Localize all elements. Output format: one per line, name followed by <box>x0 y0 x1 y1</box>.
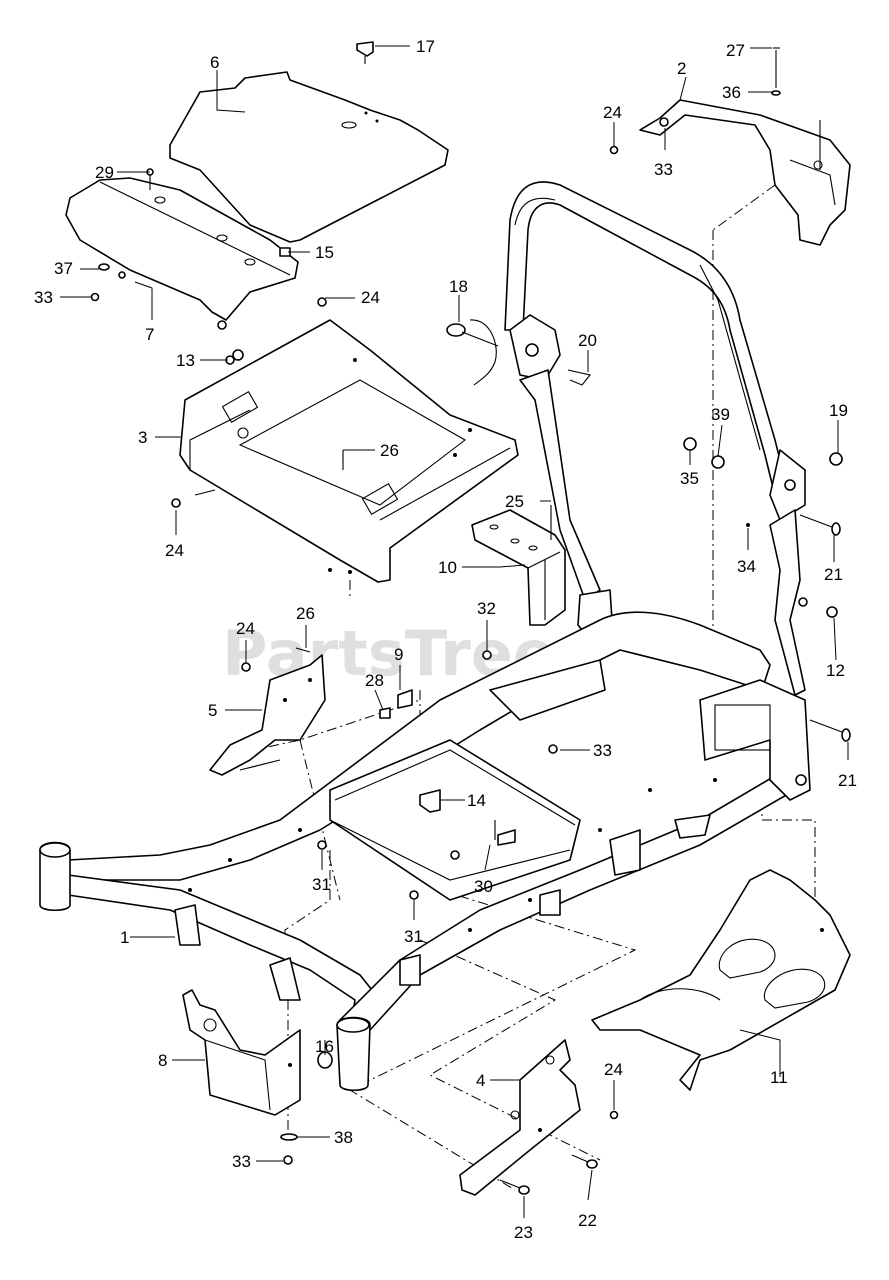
callout-18: 18 <box>449 277 468 296</box>
washer-rops-part <box>798 597 808 607</box>
screw-32-part <box>482 650 492 660</box>
bolt-21-lower-part <box>809 719 851 742</box>
callout-26-console: 26 <box>380 441 399 460</box>
callout-30: 30 <box>474 877 493 896</box>
callout-15: 15 <box>315 243 334 262</box>
nut-33-bottom-part <box>283 1155 293 1165</box>
washer-38-part <box>280 1133 298 1141</box>
nut-12-part <box>826 606 838 618</box>
callout-33-rops: 33 <box>654 160 673 179</box>
bolt-23-part <box>499 1179 530 1195</box>
nut-31-upper-part <box>317 840 327 850</box>
floor-mat-part <box>169 71 449 243</box>
callouts: 17 6 29 15 37 33 7 24 13 3 26 24 27 2 36… <box>34 37 857 1242</box>
callout-11: 11 <box>770 1068 788 1087</box>
callout-36: 36 <box>722 83 741 102</box>
callout-23: 23 <box>514 1223 533 1242</box>
main-frame-part <box>39 611 811 1092</box>
callout-16: 16 <box>315 1037 334 1056</box>
callout-17: 17 <box>416 37 435 56</box>
callout-3: 3 <box>138 428 147 447</box>
bolt-22-part <box>571 1154 598 1169</box>
callout-21-lower: 21 <box>838 771 857 790</box>
callout-9: 9 <box>394 645 403 664</box>
callout-31-upper: 31 <box>312 875 331 894</box>
nut-33-top-part <box>90 292 100 302</box>
callout-33-frame: 33 <box>593 741 612 760</box>
leader-lines <box>60 45 849 1218</box>
washer-39-part <box>711 455 725 469</box>
nut-33-frame-part <box>548 744 558 754</box>
callout-28: 28 <box>365 671 384 690</box>
callout-33-bottom: 33 <box>232 1152 251 1171</box>
battery-tray-part <box>182 989 301 1116</box>
callout-24-lower: 24 <box>604 1060 623 1079</box>
callout-35: 35 <box>680 469 699 488</box>
screw-34-part <box>746 523 750 527</box>
callout-24-rops: 24 <box>603 103 622 122</box>
callout-25: 25 <box>505 492 524 511</box>
nut-35-part <box>683 437 697 451</box>
callout-33-top: 33 <box>34 288 53 307</box>
callout-39: 39 <box>711 405 730 424</box>
latch-14-part <box>419 789 441 813</box>
foot-plate-part <box>591 869 851 1091</box>
clip-20-part <box>567 369 591 386</box>
callout-6: 6 <box>210 53 219 72</box>
lower-plate-part <box>459 1039 581 1196</box>
seat-bracket-part <box>471 505 566 626</box>
nut-33-rops-part <box>659 117 669 127</box>
callout-31-lower: 31 <box>404 927 423 946</box>
callout-14: 14 <box>467 791 486 810</box>
rops-bracket-part <box>639 99 851 246</box>
bolt-21-upper-part <box>799 514 841 536</box>
side-plate-part <box>209 647 326 776</box>
console-part <box>171 297 519 583</box>
bracket-9-part <box>379 689 413 719</box>
front-cover-part <box>65 177 299 330</box>
rops-bar-part <box>504 181 806 696</box>
callout-8: 8 <box>158 1051 167 1070</box>
rod-30-part <box>450 820 516 860</box>
bolt-24-rops-part <box>609 145 619 155</box>
callout-34: 34 <box>737 557 756 576</box>
callout-12: 12 <box>826 661 845 680</box>
pin-18-part <box>446 319 499 386</box>
callout-13: 13 <box>176 351 195 370</box>
callout-22: 22 <box>578 1211 597 1230</box>
nut-31-lower-part <box>409 890 419 900</box>
callout-1: 1 <box>120 928 129 947</box>
callout-21-upper: 21 <box>824 565 843 584</box>
bolt-24-lower-part <box>609 1110 619 1120</box>
bolt-27-part <box>771 47 821 170</box>
callout-32: 32 <box>477 599 496 618</box>
callout-20: 20 <box>578 331 597 350</box>
callout-5: 5 <box>208 701 217 720</box>
callout-38: 38 <box>334 1128 353 1147</box>
callout-27: 27 <box>726 41 745 60</box>
knob-part <box>356 41 374 64</box>
callout-37: 37 <box>54 259 73 278</box>
callout-7: 7 <box>145 325 154 344</box>
callout-19: 19 <box>829 401 848 420</box>
washer-37-part <box>98 263 126 279</box>
callout-10: 10 <box>438 558 457 577</box>
callout-24-plate: 24 <box>236 619 255 638</box>
knob-19-part <box>829 452 843 466</box>
callout-24-console-side: 24 <box>165 541 184 560</box>
callout-4: 4 <box>476 1071 485 1090</box>
callout-29: 29 <box>95 163 114 182</box>
callout-24-console-top: 24 <box>361 288 380 307</box>
callout-26-plate: 26 <box>296 604 315 623</box>
callout-2: 2 <box>677 59 686 78</box>
